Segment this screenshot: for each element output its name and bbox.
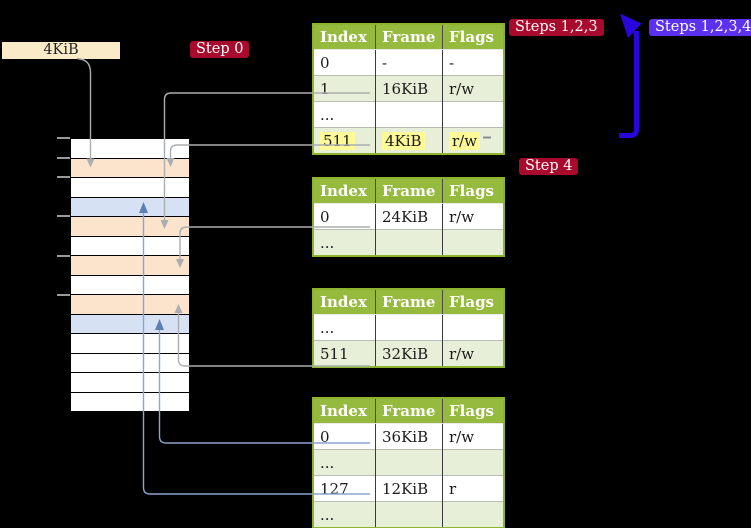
table-cell xyxy=(442,449,504,476)
table-cell: r xyxy=(442,475,504,502)
table-cell: r/w xyxy=(442,127,504,154)
table-header-cell: Flags xyxy=(442,178,504,204)
table-cell xyxy=(442,501,504,528)
table-header-cell: Index xyxy=(313,24,376,50)
step4-badge: Step 4 xyxy=(519,158,579,175)
table-cell xyxy=(375,229,443,256)
table-cell: r/w xyxy=(442,203,504,230)
table-cell xyxy=(442,314,504,341)
memory-row-12-white xyxy=(71,373,189,393)
memory-row-10-white xyxy=(71,334,189,354)
table-row: ... xyxy=(313,101,504,128)
table-cell: ... xyxy=(313,314,376,341)
table-cell: 16KiB xyxy=(375,75,443,102)
frame-size-label: 4KiB xyxy=(2,42,120,59)
table-cell: 12KiB xyxy=(375,475,443,502)
table-header-cell: Index xyxy=(313,178,376,204)
table-cell: ... xyxy=(313,229,376,256)
table-header-cell: Frame xyxy=(375,289,443,315)
table-cell: r/w xyxy=(442,75,504,102)
memory-tick-3 xyxy=(57,215,70,217)
memory-tick-1 xyxy=(57,157,70,159)
memory-row-7-white xyxy=(71,275,189,295)
table-cell xyxy=(442,229,504,256)
table-row: 511 4KiB r/w xyxy=(313,127,504,154)
table-cell: 0 xyxy=(313,423,376,450)
table-cell: 511 xyxy=(313,127,376,154)
memory-row-6-orange xyxy=(71,256,189,276)
steps1234-badge: Steps 1,2,3,4 xyxy=(649,19,751,36)
memory-row-9-blue xyxy=(71,314,189,334)
table-header-cell: Flags xyxy=(442,398,504,424)
table-row: ... xyxy=(313,501,504,528)
table-cell: r/w xyxy=(442,423,504,450)
table-row: 0-- xyxy=(313,49,504,76)
memory-tick-2 xyxy=(57,176,70,178)
table-cell xyxy=(375,501,443,528)
table-cell: ... xyxy=(313,449,376,476)
memory-row-2-white xyxy=(71,178,189,198)
table-row: ... xyxy=(313,314,504,341)
memory-tick-0 xyxy=(57,137,70,139)
table-header-cell: Flags xyxy=(442,24,504,50)
table-header-cell: Index xyxy=(313,398,376,424)
table-header-cell: Frame xyxy=(375,24,443,50)
memory-row-0-white xyxy=(71,139,189,159)
table-row: ... xyxy=(313,229,504,256)
steps123-badge: Steps 1,2,3 xyxy=(509,19,604,36)
steps-flow-arrow-icon xyxy=(619,13,642,138)
memory-tick-4 xyxy=(57,255,70,257)
table-cell: 24KiB xyxy=(375,203,443,230)
table-header-cell: Frame xyxy=(375,398,443,424)
table-row: ... xyxy=(313,449,504,476)
memory-row-8-orange xyxy=(71,295,189,315)
physical-memory-column xyxy=(70,138,190,412)
memory-row-4-orange xyxy=(71,217,189,237)
highlighted-value: 511 xyxy=(320,131,355,150)
table-cell: 1 xyxy=(313,75,376,102)
table-cell: ... xyxy=(313,501,376,528)
highlighted-value: r/w xyxy=(449,131,481,150)
table-header-cell: Frame xyxy=(375,178,443,204)
memory-row-1-orange xyxy=(71,158,189,178)
table-cell: ... xyxy=(313,101,376,128)
memory-row-13-white xyxy=(71,392,189,411)
memory-tick-5 xyxy=(57,294,70,296)
table-cell: 0 xyxy=(313,203,376,230)
table-header-cell: Index xyxy=(313,289,376,315)
table-cell xyxy=(442,101,504,128)
table-cell xyxy=(375,101,443,128)
memory-row-5-white xyxy=(71,236,189,256)
table-cell: 127 xyxy=(313,475,376,502)
table-header-cell: Flags xyxy=(442,289,504,315)
table-cell: - xyxy=(375,49,443,76)
table-cell: 36KiB xyxy=(375,423,443,450)
memory-row-11-white xyxy=(71,353,189,373)
highlighted-value: 4KiB xyxy=(382,131,425,150)
table-cell: r/w xyxy=(442,340,504,367)
table-cell: 4KiB xyxy=(375,127,443,154)
table-cell xyxy=(375,314,443,341)
table-cell xyxy=(375,449,443,476)
table-cell: 0 xyxy=(313,49,376,76)
memory-row-3-blue xyxy=(71,197,189,217)
table-cell: - xyxy=(442,49,504,76)
step0-badge: Step 0 xyxy=(190,41,250,58)
table-cell: 32KiB xyxy=(375,340,443,367)
table-cell: 511 xyxy=(313,340,376,367)
